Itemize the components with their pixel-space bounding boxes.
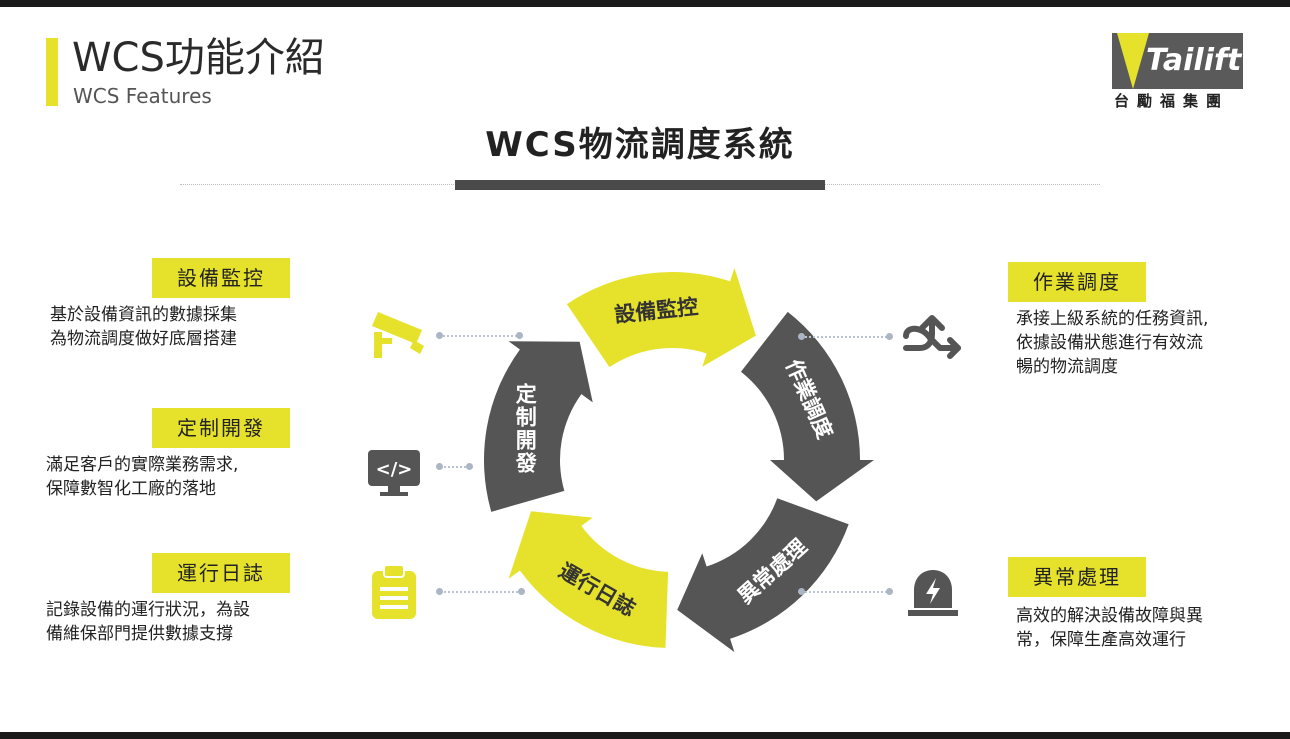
connector-dot bbox=[886, 333, 893, 340]
feature-desc-job-scheduling: 承接上級系統的任務資訊, 依據設備狀態進行有效流 暢的物流調度 bbox=[1016, 309, 1209, 377]
title-accent-bar bbox=[46, 38, 58, 106]
bottom-bar bbox=[0, 732, 1290, 739]
title-underline-bar bbox=[455, 180, 825, 190]
connector-dot bbox=[436, 588, 443, 595]
connector-dot bbox=[798, 588, 805, 595]
feature-desc-device-monitoring: 基於設備資訊的數據採集 為物流調度做好底層搭建 bbox=[50, 305, 237, 349]
connector-custom-development bbox=[440, 466, 470, 468]
cycle-segment bbox=[484, 341, 593, 512]
code-monitor-icon: </> bbox=[368, 450, 420, 496]
split-arrows-icon bbox=[903, 315, 961, 359]
connector-operation-log bbox=[440, 591, 522, 593]
alarm-light-icon bbox=[908, 570, 958, 616]
connector-dot bbox=[798, 333, 805, 340]
connector-dot bbox=[886, 588, 893, 595]
logo-yellow-mark bbox=[1117, 33, 1149, 89]
svg-text:</>: </> bbox=[376, 459, 413, 480]
connector-dot bbox=[436, 463, 443, 470]
connector-dot bbox=[516, 332, 523, 339]
connector-dot bbox=[466, 463, 473, 470]
cctv-camera-icon bbox=[372, 312, 424, 358]
feature-tag-custom-development: 定制開發 bbox=[152, 408, 290, 448]
page-subtitle: WCS Features bbox=[73, 84, 212, 108]
logo-wordmark: Tailift bbox=[1146, 43, 1242, 78]
page-title: WCS功能介紹 bbox=[72, 35, 325, 81]
diagram-title: WCS物流調度系統 bbox=[485, 125, 795, 165]
feature-desc-custom-development: 滿足客戶的實際業務需求, 保障數智化工廠的落地 bbox=[46, 455, 239, 499]
feature-desc-exception-handling: 高效的解決設備故障與異 常，保障生產高效運行 bbox=[1016, 606, 1203, 650]
clipboard-icon bbox=[372, 564, 416, 619]
connector-device-monitoring bbox=[440, 335, 520, 337]
feature-tag-operation-log: 運行日誌 bbox=[152, 553, 290, 593]
feature-desc-operation-log: 記錄設備的運行狀況，為設 備維保部門提供數據支撐 bbox=[46, 600, 250, 644]
cycle-segment bbox=[508, 511, 669, 648]
connector-job-scheduling bbox=[802, 336, 890, 338]
connector-dot bbox=[436, 332, 443, 339]
feature-tag-device-monitoring: 設備監控 bbox=[152, 258, 290, 298]
connector-dot bbox=[518, 588, 525, 595]
feature-tag-job-scheduling: 作業調度 bbox=[1008, 262, 1146, 302]
connector-exception-handling bbox=[802, 591, 890, 593]
cycle-segment bbox=[677, 498, 849, 653]
cycle-segment bbox=[740, 311, 874, 502]
cycle-segment bbox=[566, 267, 756, 368]
feature-tag-exception-handling: 異常處理 bbox=[1008, 557, 1146, 597]
logo-chinese-name: 台勵福集團 bbox=[1114, 92, 1230, 110]
top-bar bbox=[0, 0, 1290, 7]
cycle-segment-label: 定制開發 bbox=[513, 382, 538, 475]
